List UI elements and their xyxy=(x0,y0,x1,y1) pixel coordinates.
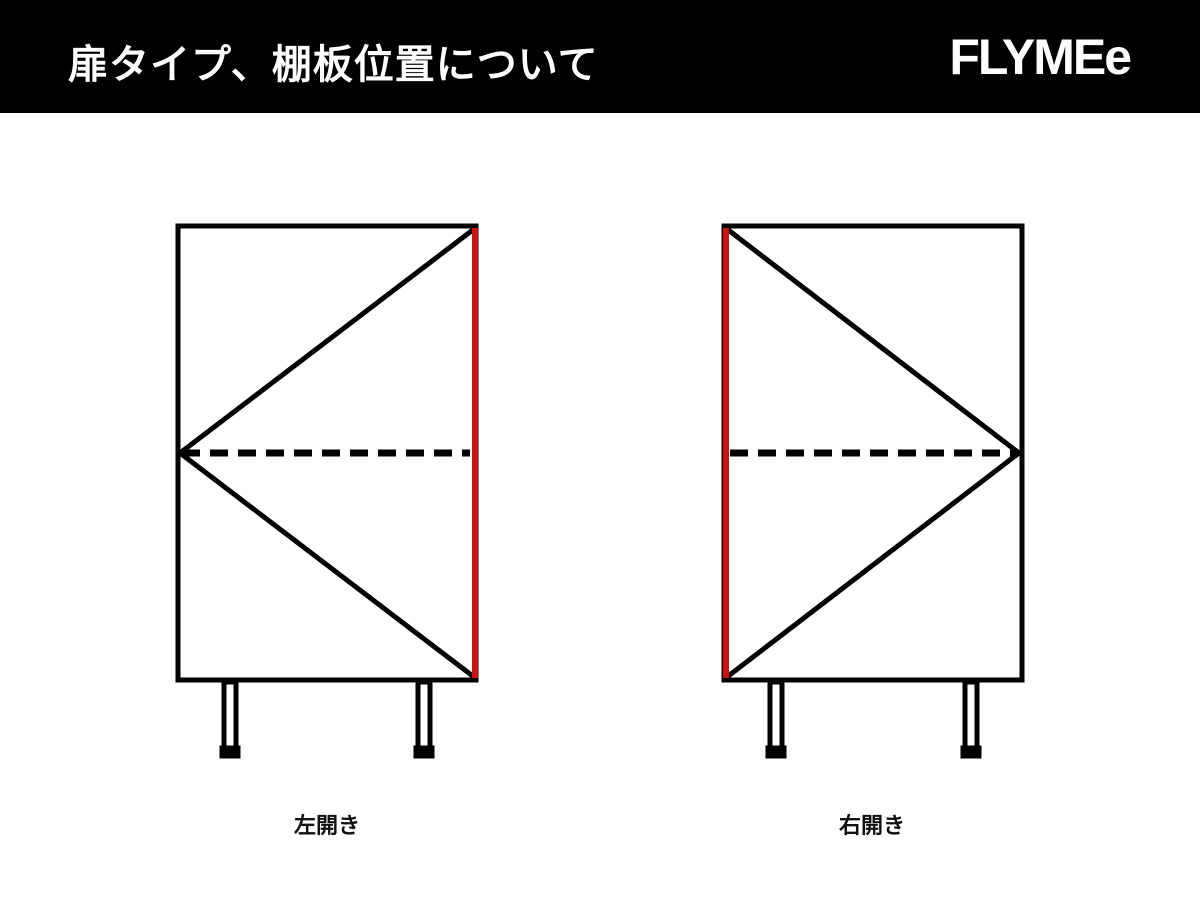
leg xyxy=(767,679,785,755)
leg xyxy=(221,679,239,755)
door-swing-lines xyxy=(725,227,1024,679)
cabinet-left-opening xyxy=(175,223,479,759)
leg-foot xyxy=(765,745,787,759)
header-bar: 扉タイプ、棚板位置について FLYMEe xyxy=(0,0,1200,113)
leg-foot xyxy=(413,745,435,759)
brand-logo: FLYMEe xyxy=(949,29,1132,85)
label-right-opening: 右開き xyxy=(838,814,906,839)
leg xyxy=(962,679,980,755)
page-title: 扉タイプ、棚板位置について xyxy=(68,42,599,88)
leg xyxy=(415,679,433,755)
label-left-opening: 左開き xyxy=(293,814,361,839)
leg-foot xyxy=(219,745,241,759)
cabinet-right-opening xyxy=(721,223,1025,759)
leg-foot xyxy=(960,745,982,759)
door-swing-lines xyxy=(175,227,476,679)
